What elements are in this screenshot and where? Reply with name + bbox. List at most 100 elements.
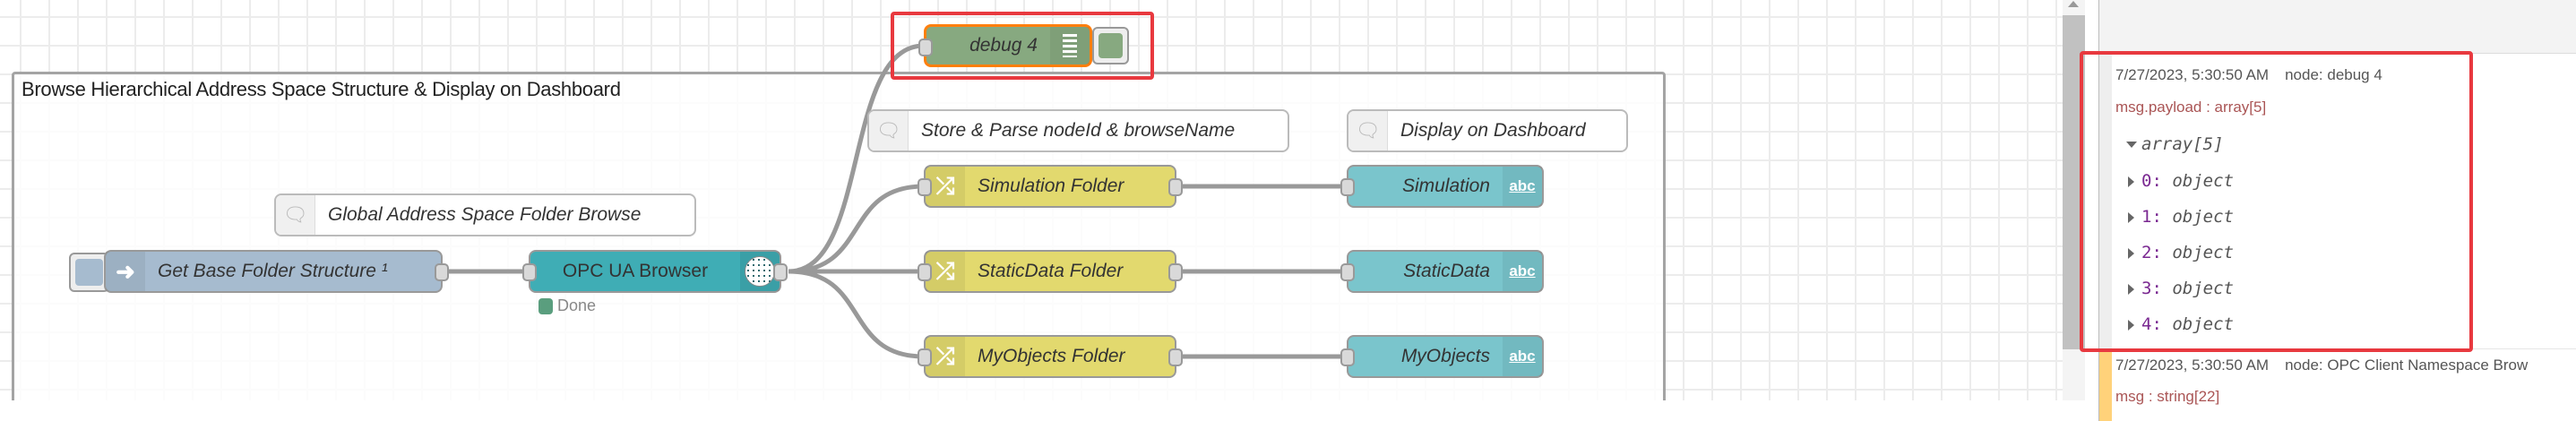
inject-node[interactable]: ➜ Get Base Folder Structure ¹ [104, 250, 449, 293]
tree-item[interactable]: 4: object [2126, 314, 2234, 334]
opcua-logo-icon [740, 252, 780, 291]
speech-bubble-icon: 🗨 [869, 111, 909, 150]
message-node-link[interactable]: node: OPC Client Namespace Brow [2285, 357, 2529, 374]
message-topic: msg.payload : array[5] [2115, 99, 2267, 116]
output-port[interactable] [1168, 348, 1183, 366]
highlight-box-debug [891, 12, 1154, 80]
flow-canvas[interactable]: Browse Hierarchical Address Space Struct… [0, 0, 2063, 400]
debug-message: 7/27/2023, 5:30:50 AM node: debug 4 msg.p… [2098, 54, 2576, 349]
tree-item[interactable]: 3: object [2126, 279, 2234, 298]
message-timestamp: 7/27/2023, 5:30:50 AM [2115, 66, 2270, 83]
opcua-browser-node[interactable]: OPC UA Browser [522, 250, 788, 293]
caret-right-icon[interactable] [2128, 211, 2134, 223]
arrow-right-icon: ➜ [106, 252, 145, 291]
comment-label: Store & Parse nodeId & browseName [921, 120, 1236, 141]
text-node-staticdata[interactable]: StaticData abc [1340, 250, 1544, 293]
wire-opcua-debug[interactable] [788, 43, 925, 274]
node-label: debug 4 [969, 35, 1038, 56]
shuffle-icon: ⤮ [926, 252, 965, 291]
comment-store-parse[interactable]: 🗨 Store & Parse nodeId & browseName [867, 109, 1289, 152]
group-title: Browse Hierarchical Address Space Struct… [22, 78, 621, 100]
input-port[interactable] [918, 39, 933, 56]
comment-label: Global Address Space Folder Browse [328, 204, 642, 225]
caret-down-icon[interactable] [2126, 142, 2137, 148]
change-node-staticdata[interactable]: ⤮ StaticData Folder [918, 250, 1183, 293]
output-port[interactable] [773, 263, 788, 281]
item-key: 3: [2141, 279, 2162, 298]
input-port[interactable] [1340, 263, 1355, 281]
highlight-box-message [2080, 51, 2473, 352]
message-meta: 7/27/2023, 5:30:50 AM node: OPC Client Na… [2115, 357, 2528, 374]
item-value: object [2172, 171, 2234, 191]
input-port[interactable] [1340, 178, 1355, 196]
item-value: object [2172, 314, 2234, 334]
debug-message: 7/27/2023, 5:30:50 AM node: OPC Client Na… [2098, 349, 2576, 421]
item-key: 1: [2141, 207, 2162, 227]
abc-icon: abc [1503, 252, 1542, 291]
input-port[interactable] [522, 263, 537, 281]
node-label: StaticData [1403, 261, 1490, 281]
output-port[interactable] [435, 263, 449, 281]
shuffle-icon: ⤮ [926, 167, 965, 206]
debug-toggle-button[interactable] [1092, 27, 1129, 64]
node-label: Get Base Folder Structure ¹ [158, 261, 388, 281]
node-label: OPC UA Browser [562, 261, 709, 281]
input-port[interactable] [918, 348, 932, 366]
tree-item[interactable]: 2: object [2126, 243, 2234, 262]
tree-item[interactable]: 0: object [2126, 171, 2234, 191]
wires-layer [443, 43, 1347, 359]
comment-display-dashboard[interactable]: 🗨 Display on Dashboard [1347, 109, 1628, 152]
item-key: 2: [2141, 243, 2162, 262]
item-value: object [2172, 279, 2234, 298]
inject-trigger-button[interactable] [69, 253, 109, 292]
scroll-up-icon[interactable] [2068, 1, 2079, 7]
status-dot [538, 297, 553, 314]
speech-bubble-icon: 🗨 [1348, 111, 1388, 150]
speech-bubble-icon: 🗨 [276, 195, 315, 235]
input-port[interactable] [918, 178, 932, 196]
abc-icon: abc [1503, 167, 1542, 206]
debug-sidebar: 7/27/2023, 5:30:50 AM node: debug 4 msg.p… [2063, 0, 2576, 421]
tree-item[interactable]: 1: object [2126, 207, 2234, 227]
output-port[interactable] [1168, 263, 1183, 281]
message-timestamp: 7/27/2023, 5:30:50 AM [2115, 357, 2270, 374]
debug-node[interactable]: debug 4 [918, 24, 1092, 67]
item-value: object [2172, 243, 2234, 262]
debug-list-icon [1050, 27, 1090, 64]
change-node-myobjects[interactable]: ⤮ MyObjects Folder [918, 335, 1183, 378]
message-gutter [2099, 349, 2112, 421]
sidebar-toolbar [2098, 0, 2576, 54]
tree-root-label: array[5] [2141, 134, 2224, 154]
caret-right-icon[interactable] [2128, 319, 2134, 331]
caret-right-icon[interactable] [2128, 176, 2134, 187]
message-topic: msg : string[22] [2115, 388, 2220, 405]
status-text: Done [557, 296, 597, 314]
input-port[interactable] [1340, 348, 1355, 366]
node-label: Simulation [1401, 176, 1490, 196]
node-label: MyObjects Folder [978, 346, 1125, 366]
text-node-myobjects[interactable]: MyObjects abc [1340, 335, 1544, 378]
caret-right-icon[interactable] [2128, 247, 2134, 259]
message-meta: 7/27/2023, 5:30:50 AM node: debug 4 [2115, 66, 2382, 84]
input-port[interactable] [918, 263, 932, 281]
shuffle-icon: ⤮ [926, 337, 965, 376]
message-gutter [2099, 54, 2112, 348]
wire-opcua-simulation[interactable] [788, 184, 925, 274]
output-port[interactable] [1168, 178, 1183, 196]
node-status: Done [538, 296, 596, 315]
comment-label: Display on Dashboard [1400, 120, 1586, 141]
node-label: Simulation Folder [978, 176, 1124, 196]
text-node-simulation[interactable]: Simulation abc [1340, 165, 1544, 208]
change-node-simulation[interactable]: ⤮ Simulation Folder [918, 165, 1183, 208]
wire-opcua-myobjects[interactable] [788, 269, 925, 359]
node-label: StaticData Folder [978, 261, 1124, 281]
item-key: 4: [2141, 314, 2162, 334]
comment-global-browse[interactable]: 🗨 Global Address Space Folder Browse [274, 193, 696, 236]
message-node-link[interactable]: node: debug 4 [2285, 66, 2382, 83]
caret-right-icon[interactable] [2128, 283, 2134, 295]
node-label: MyObjects [1400, 346, 1490, 366]
abc-icon: abc [1503, 337, 1542, 376]
item-key: 0: [2141, 171, 2162, 191]
tree-root[interactable]: array[5] [2126, 134, 2224, 154]
item-value: object [2172, 207, 2234, 227]
